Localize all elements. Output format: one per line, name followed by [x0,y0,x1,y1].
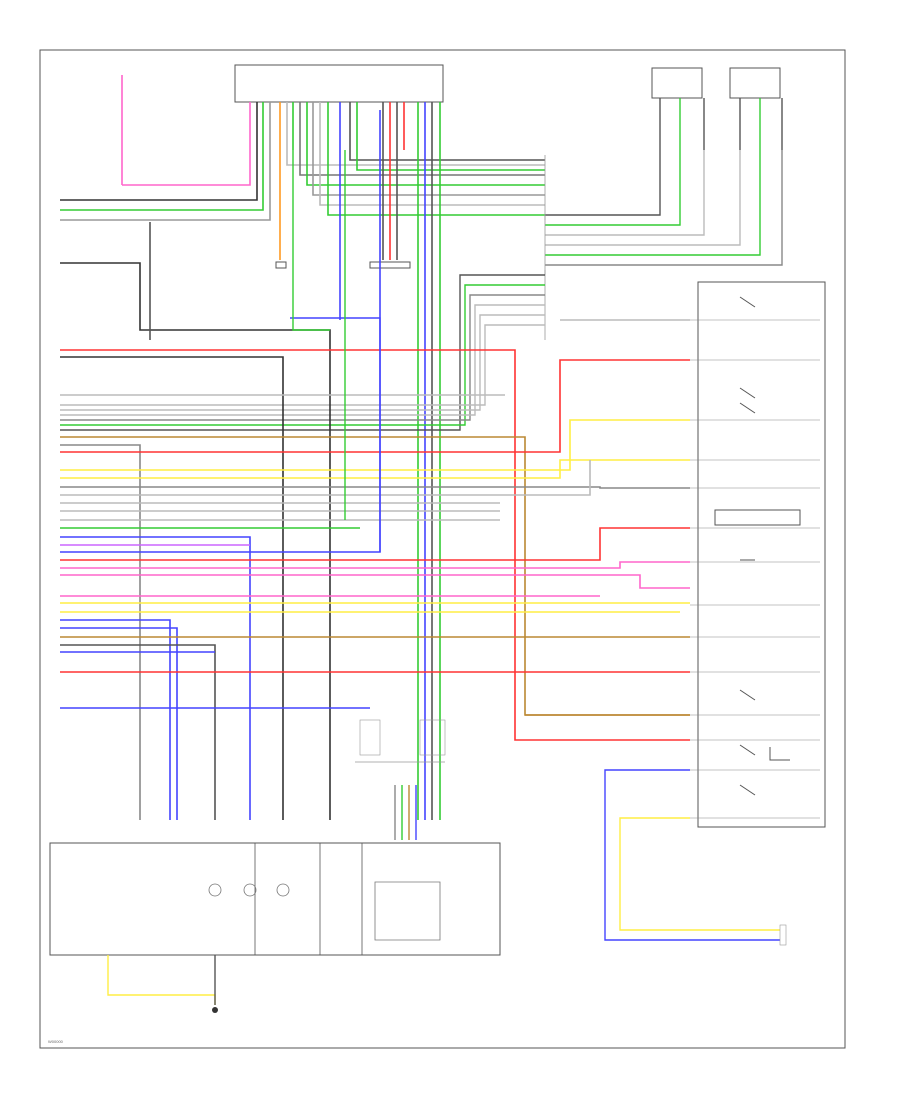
right-top-sensors [545,67,783,266]
footer-code: W00000 [48,1039,64,1044]
interior-light-wire [290,317,381,552]
left-harness [60,110,690,820]
switch-pin-leads [690,319,820,819]
front-lamp-connector [355,719,446,763]
connector-c-small [275,261,411,269]
body-control-unit [49,842,501,956]
switch-wire-colors [525,319,780,941]
light-switch-unit [697,281,826,828]
diagram-frame [39,49,846,1049]
ground-symbol [107,955,218,1013]
bcu-dividers [254,843,363,955]
green-verticals [292,150,346,520]
switch-contacts [714,296,801,796]
bcu-internal-elements [208,881,441,941]
right-bottom-connector [779,924,787,946]
junction-connector [234,64,444,103]
connector-wires [60,102,545,820]
middle-bundles [60,274,545,431]
lower-connector-wires [394,785,417,840]
